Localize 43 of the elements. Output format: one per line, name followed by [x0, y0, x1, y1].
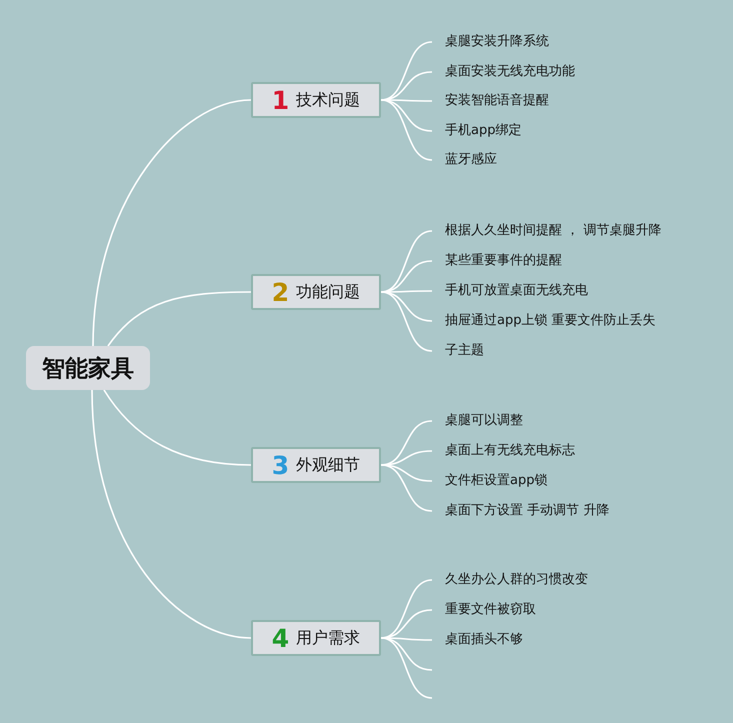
subtopic-text: 桌面插头不够 — [445, 631, 523, 649]
topic-number: 2 — [272, 280, 290, 304]
subtopic-text: 桌腿可以调整 — [445, 412, 523, 430]
subtopic-text: 桌面安装无线充电功能 — [445, 63, 575, 81]
topic-box — [251, 274, 381, 310]
central-topic-box: 智能家具 — [26, 346, 150, 390]
topic-title: 外观细节 — [296, 454, 360, 476]
branch-line — [381, 637, 432, 641]
branch-line — [380, 99, 432, 161]
branch-line — [380, 637, 432, 699]
branch-line — [380, 450, 432, 466]
subtopic-text: 重要文件被窃取 — [445, 601, 536, 619]
branch-line — [92, 99, 252, 346]
topic-box — [251, 447, 381, 483]
subtopic-text: 安装智能语音提醒 — [445, 92, 549, 110]
topic-box — [251, 82, 381, 118]
subtopic-text: 蓝牙感应 — [445, 151, 497, 169]
topic-box — [251, 620, 381, 656]
subtopic-text: 桌面下方设置 手动调节 升降 — [445, 502, 610, 520]
branch-line — [380, 291, 432, 352]
topic-title: 功能问题 — [296, 282, 360, 302]
branch-line — [91, 390, 252, 639]
subtopic-text: 手机app绑定 — [445, 122, 522, 140]
topic-number: 3 — [272, 452, 290, 478]
branch-line — [107, 291, 251, 346]
branch-line — [381, 290, 432, 293]
branch-line — [103, 390, 252, 466]
subtopic-text: 抽屉通过app上锁 重要文件防止丢失 — [445, 312, 656, 330]
subtopic-text: 手机可放置桌面无线充电 — [445, 282, 588, 300]
branch-line — [380, 464, 432, 482]
topic-title: 用户需求 — [296, 628, 360, 648]
subtopic-text: 某些重要事件的提醒 — [445, 252, 562, 270]
subtopic-text: 桌腿安装升降系统 — [445, 33, 549, 51]
subtopic-text: 久坐办公人群的习惯改变 — [445, 571, 588, 589]
topic-number: 1 — [272, 88, 290, 112]
subtopic-text: 桌面上有无线充电标志 — [445, 442, 575, 460]
topic-number: 4 — [272, 626, 290, 650]
branch-line — [381, 99, 432, 102]
subtopic-text: 子主题 — [445, 342, 484, 360]
subtopic-text: 文件柜设置app锁 — [445, 472, 548, 490]
branch-line — [380, 464, 432, 512]
topic-title: 技术问题 — [296, 90, 360, 110]
subtopic-text: 根据人久坐时间提醒 ， 调节桌腿升降 — [445, 222, 662, 240]
